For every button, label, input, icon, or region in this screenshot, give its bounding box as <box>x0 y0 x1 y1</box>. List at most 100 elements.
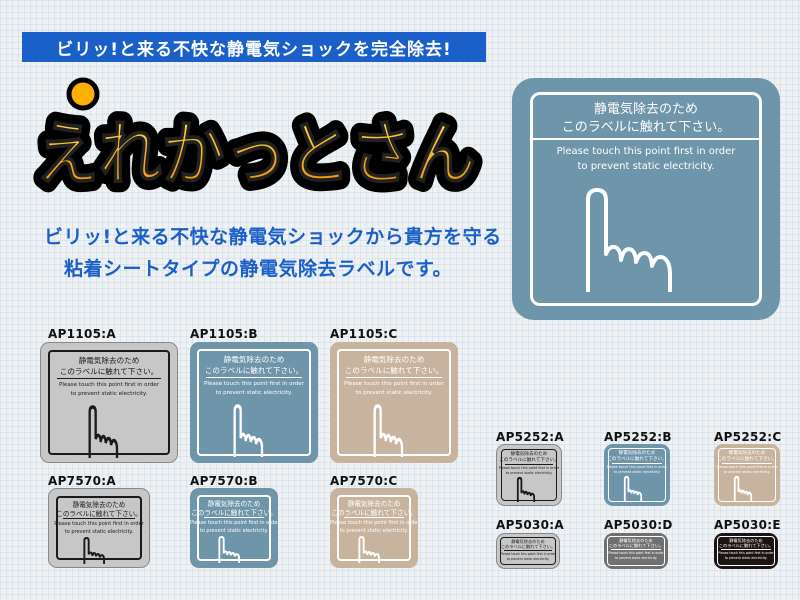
label-jp-line-1: 静電気除去のため <box>207 500 261 508</box>
label-jp-line-1: 静電気除去のため <box>728 451 766 456</box>
label-en-line-1: Please touch this point first in order <box>54 521 144 527</box>
label-sample-ap1105-b: 静電気除去のため このラベルに触れて下さい。 Please touch this… <box>190 342 318 463</box>
label-en-line-2: to prevent static electricity. <box>215 390 293 396</box>
product-code: AP5252:C <box>714 430 782 444</box>
label-en-line-2: to prevent static electricity. <box>355 390 433 396</box>
label-en-line-2: to prevent static electricity. <box>506 557 550 561</box>
label-jp-line-1: 静電気除去のため <box>619 538 653 543</box>
label-frame <box>48 350 170 455</box>
hand-icon <box>83 537 105 564</box>
product-code: AP5030:A <box>496 518 564 532</box>
hand-icon <box>733 475 753 501</box>
label-jp-line-1: 静電気除去のため <box>72 501 126 509</box>
product-code: AP7570:B <box>190 474 258 488</box>
label-en-line-1: Please touch this point first in order <box>556 146 736 157</box>
label-frame <box>197 349 311 456</box>
label-frame <box>337 495 411 561</box>
label-jp-line-2: このラベルに触れて下さい。 <box>499 458 559 463</box>
label-jp-line-1: 静電気除去のため <box>347 500 401 508</box>
label-en-line-2: to prevent static electricity. <box>339 528 409 534</box>
label-jp-line-1: 静電気除去のため <box>78 356 140 365</box>
product-code: AP5030:D <box>604 518 673 532</box>
label-frame <box>717 536 775 566</box>
hand-icon <box>516 476 536 502</box>
product-code: AP1105:C <box>330 327 398 341</box>
label-en-line-1: Please touch this point first in order <box>718 551 774 555</box>
label-frame <box>337 349 451 456</box>
label-jp-line-2: このラベルに触れて下さい。 <box>56 510 142 518</box>
featured-label: 静電気除去のため このラベルに触れて下さい。 Please touch this… <box>512 78 780 320</box>
label-en-line-2: to prevent static electricity. <box>70 391 148 397</box>
product-code: AP1105:B <box>190 327 258 341</box>
label-sample-ap7570-c: 静電気除去のため このラベルに触れて下さい。 Please touch this… <box>330 488 418 568</box>
label-en-line-1: Please touch this point first in order <box>716 465 778 469</box>
label-jp-line-2: このラベルに触れて下さい。 <box>204 366 304 375</box>
headline-banner: ビリッ!と来る不快な静電気ショックを完全除去! <box>22 32 486 62</box>
label-divider <box>346 377 442 378</box>
hand-icon <box>373 404 404 457</box>
label-sample-ap7570-b: 静電気除去のため このラベルに触れて下さい。 Please touch this… <box>190 488 278 568</box>
label-jp-line-2: このラベルに触れて下さい。 <box>191 509 277 517</box>
logo-wordmark: えれかっとさん えれかっとさん <box>28 77 486 205</box>
tagline-line-1: ビリッ!と来る不快な静電気ショックから貴方を守る <box>44 226 502 248</box>
label-jp-line-1: 静電気除去のため <box>511 539 545 544</box>
label-jp-line-1: 静電気除去のため <box>510 452 548 457</box>
product-code: AP5252:B <box>604 430 672 444</box>
label-en-line-2: to prevent static electricity. <box>505 471 553 475</box>
label-divider <box>63 518 135 519</box>
label-divider <box>612 463 662 464</box>
label-en-line-2: to prevent static electricity. <box>64 529 134 535</box>
label-sample-ap5030-e: 静電気除去のため このラベルに触れて下さい。 Please touch this… <box>714 533 778 569</box>
label-frame <box>718 448 776 502</box>
label-divider <box>532 138 760 140</box>
label-divider <box>505 464 553 465</box>
label-divider <box>721 549 771 550</box>
label-divider <box>206 377 302 378</box>
label-frame <box>500 537 556 565</box>
label-jp-line-2: このラベルに触れて下さい。 <box>344 366 444 375</box>
label-en-line-1: Please touch this point first in order <box>58 382 160 388</box>
label-frame <box>607 536 665 566</box>
label-jp-line-2: このラベルに触れて下さい。 <box>717 457 777 462</box>
label-en-line-1: Please touch this point first in order <box>608 551 664 555</box>
label-jp-line-1: 静電気除去のため <box>618 451 656 456</box>
label-jp-line-1: 静電気除去のため <box>729 538 763 543</box>
label-divider <box>344 517 404 518</box>
label-en-line-2: to prevent static electricity. <box>724 556 768 560</box>
hand-icon <box>586 188 672 292</box>
label-jp-line-2: このラベルに触れて下さい。 <box>561 120 731 135</box>
hand-icon <box>88 405 119 458</box>
product-code: AP1105:A <box>48 327 116 341</box>
label-en-line-1: Please touch this point first in order <box>500 552 556 556</box>
label-sample-ap1105-c: 静電気除去のため このラベルに触れて下さい。 Please touch this… <box>330 342 458 463</box>
label-sample-ap5252-c: 静電気除去のため このラベルに触れて下さい。 Please touch this… <box>714 444 780 506</box>
label-frame <box>608 448 666 502</box>
label-en-line-1: Please touch this point first in order <box>190 520 278 526</box>
label-frame <box>197 495 271 561</box>
label-sample-ap7570-a: 静電気除去のため このラベルに触れて下さい。 Please touch this… <box>48 488 150 568</box>
logo-fill: えれかっとさん <box>36 113 476 195</box>
label-frame <box>56 496 142 560</box>
headline-text: ビリッ!と来る不快な静電気ショックを完全除去! <box>56 39 452 60</box>
label-en-line-1: Please touch this point first in order <box>343 381 445 387</box>
label-en-line-2: to prevent static electricity. <box>613 470 661 474</box>
label-jp-line-1: 静電気除去のため <box>223 355 285 364</box>
product-code: AP5030:E <box>714 518 781 532</box>
label-jp-line-1: 静電気除去のため <box>593 102 698 117</box>
hand-icon <box>233 404 264 457</box>
label-divider <box>504 550 552 551</box>
label-sample-ap5030-d: 静電気除去のため このラベルに触れて下さい。 Please touch this… <box>604 533 668 569</box>
product-logo: えれかっとさん えれかっとさん <box>28 74 488 214</box>
label-en-line-1: Please touch this point first in order <box>498 466 560 470</box>
label-jp-line-2: このラベルに触れて下さい。 <box>607 457 667 462</box>
hand-icon <box>358 536 380 563</box>
label-en-line-2: to prevent static electricity. <box>723 470 771 474</box>
label-sample-ap1105-a: 静電気除去のため このラベルに触れて下さい。 Please touch this… <box>40 342 178 463</box>
label-en-line-2: to prevent static electricity. <box>577 161 715 172</box>
label-sample-ap5030-a: 静電気除去のため このラベルに触れて下さい。 Please touch this… <box>496 533 560 569</box>
hand-icon <box>623 475 643 501</box>
label-en-line-2: to prevent static electricity. <box>199 528 269 534</box>
label-divider <box>611 549 661 550</box>
label-jp-line-1: 静電気除去のため <box>363 355 425 364</box>
label-sample-ap5252-a: 静電気除去のため このラベルに触れて下さい。 Please touch this… <box>496 444 562 506</box>
